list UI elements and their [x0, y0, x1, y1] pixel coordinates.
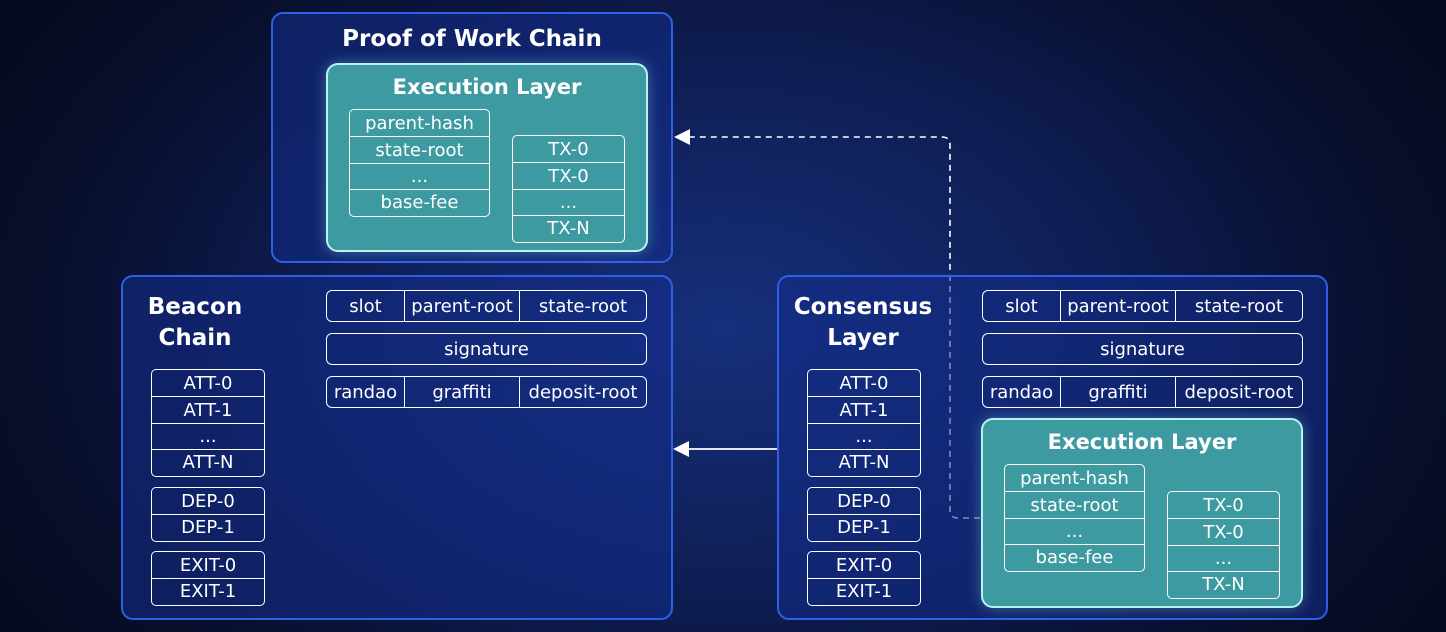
consensus-layer-title: Consensus Layer	[787, 292, 939, 354]
header-field: base-fee	[1005, 544, 1144, 570]
transaction: ...	[513, 189, 624, 215]
exit: EXIT-1	[152, 578, 264, 604]
attestation: ...	[152, 423, 264, 449]
attestation: ATT-0	[839, 372, 889, 394]
signature-field: signature	[444, 338, 529, 360]
consensus-title-line2: Layer	[827, 325, 899, 351]
transaction: TX-0	[513, 162, 624, 189]
exit: EXIT-0	[179, 554, 237, 576]
body-field-randao: randao	[333, 381, 398, 403]
consensus-attestations: ATT-0 ATT-1 ... ATT-N	[807, 369, 921, 477]
pow-execution-transactions: TX-0 TX-0 ... TX-N	[512, 135, 625, 243]
consensus-execution-title: Execution Layer	[1047, 430, 1237, 454]
body-field-deposit-root: deposit-root	[1175, 377, 1302, 407]
pow-execution-layer: Execution Layer parent-hash state-root .…	[326, 63, 648, 252]
deposit: DEP-1	[152, 514, 264, 540]
header-field: parent-hash	[365, 112, 474, 134]
pow-chain-title: Proof of Work Chain	[342, 26, 602, 52]
consensus-execution-header: parent-hash state-root ... base-fee	[1004, 464, 1145, 572]
header-field-slot: slot	[349, 295, 382, 317]
consensus-execution-transactions: TX-0 TX-0 ... TX-N	[1167, 491, 1280, 599]
deposit: DEP-0	[181, 490, 235, 512]
body-field-deposit-root: deposit-root	[519, 377, 646, 407]
header-field: state-root	[350, 136, 489, 163]
beacon-chain-title: Beacon Chain	[131, 292, 259, 354]
header-field-parent-root: parent-root	[1060, 291, 1175, 321]
beacon-title-line1: Beacon	[147, 294, 243, 320]
attestation: ATT-1	[152, 396, 264, 423]
header-field-state-root: state-root	[1175, 291, 1302, 321]
transaction: TX-N	[1168, 571, 1279, 597]
header-field-state-root: state-root	[519, 291, 646, 321]
signature-field: signature	[1100, 338, 1185, 360]
consensus-execution-layer: Execution Layer parent-hash state-root .…	[981, 418, 1303, 608]
transaction: ...	[1168, 545, 1279, 571]
consensus-exits: EXIT-0 EXIT-1	[807, 551, 921, 606]
header-field: parent-hash	[1020, 467, 1129, 489]
consensus-deposits: DEP-0 DEP-1	[807, 487, 921, 542]
consensus-body-row: randao graffiti deposit-root	[982, 376, 1303, 408]
pow-chain-panel: Proof of Work Chain Execution Layer pare…	[271, 12, 673, 263]
attestation: ATT-1	[808, 396, 920, 423]
exit: EXIT-0	[835, 554, 893, 576]
header-field-slot: slot	[1005, 295, 1038, 317]
beacon-body-row: randao graffiti deposit-root	[326, 376, 647, 408]
deposit: DEP-0	[837, 490, 891, 512]
solid-arrowhead	[673, 441, 689, 457]
pow-execution-title: Execution Layer	[392, 75, 582, 99]
header-field: ...	[1005, 518, 1144, 544]
body-field-graffiti: graffiti	[404, 377, 519, 407]
deposit: DEP-1	[808, 514, 920, 540]
beacon-exits: EXIT-0 EXIT-1	[151, 551, 265, 606]
consensus-signature-row: signature	[982, 333, 1303, 365]
beacon-deposits: DEP-0 DEP-1	[151, 487, 265, 542]
pow-execution-header: parent-hash state-root ... base-fee	[349, 109, 490, 217]
transaction: TX-0	[1203, 494, 1244, 516]
beacon-signature-row: signature	[326, 333, 647, 365]
beacon-header-row: slot parent-root state-root	[326, 290, 647, 322]
attestation: ...	[808, 423, 920, 449]
consensus-header-row: slot parent-root state-root	[982, 290, 1303, 322]
transaction: TX-0	[548, 138, 589, 160]
beacon-attestations: ATT-0 ATT-1 ... ATT-N	[151, 369, 265, 477]
consensus-layer-panel: Consensus Layer slot parent-root state-r…	[777, 275, 1328, 620]
header-field: state-root	[1005, 491, 1144, 518]
exit: EXIT-1	[808, 578, 920, 604]
attestation: ATT-N	[808, 449, 920, 475]
header-field: base-fee	[350, 189, 489, 215]
body-field-randao: randao	[989, 381, 1054, 403]
header-field: ...	[350, 163, 489, 189]
consensus-title-line1: Consensus	[793, 294, 933, 320]
beacon-chain-panel: Beacon Chain slot parent-root state-root…	[121, 275, 673, 620]
dashed-arrowhead	[674, 129, 690, 145]
transaction: TX-0	[1168, 518, 1279, 545]
beacon-title-line2: Chain	[158, 325, 232, 351]
transaction: TX-N	[513, 215, 624, 241]
attestation: ATT-N	[152, 449, 264, 475]
header-field-parent-root: parent-root	[404, 291, 519, 321]
body-field-graffiti: graffiti	[1060, 377, 1175, 407]
attestation: ATT-0	[183, 372, 233, 394]
